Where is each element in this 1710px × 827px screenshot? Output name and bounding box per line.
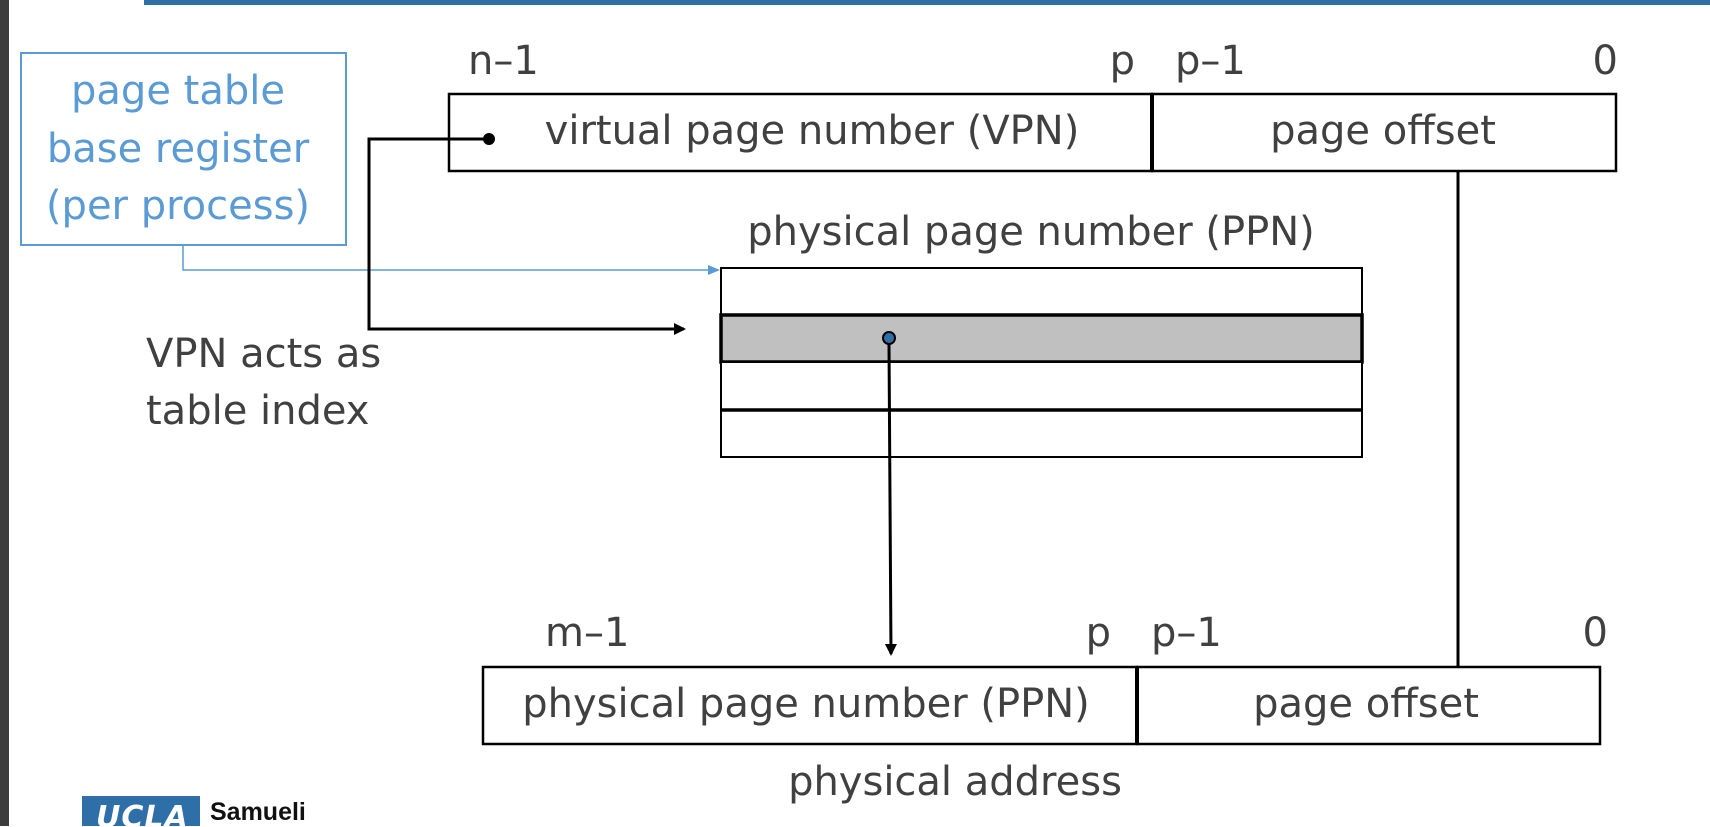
left-edge-bar [0,0,9,826]
ucla-logo: UCLA [82,796,200,826]
ppn-label: physical page number (PPN) [522,681,1090,727]
va-bit-zero: 0 [1593,38,1618,84]
ptbr-label-line3: (per process) [46,183,310,229]
vpn-label: virtual page number (VPN) [545,108,1080,154]
ucla-logo-text: UCLA [96,800,189,826]
pa-offset-label: page offset [1253,681,1479,727]
va-offset-box [1150,92,1618,173]
pa-offset-box [1135,665,1602,746]
ppn-entry-dot [882,331,896,345]
physical-address-caption: physical address [788,759,1122,805]
ppn-box [481,665,1139,746]
ptbr-label-line1: page table [71,68,285,114]
ptbr-to-table-arrow [182,245,720,275]
va-offset-label: page offset [1270,108,1496,154]
pa-bit-p-minus-1: p–1 [1151,610,1222,656]
page-table-row-4 [720,409,1363,458]
ptbr-label-line2: base register [47,126,310,172]
vpn-note-line2: table index [146,388,369,434]
vpn-to-table-arrow [367,137,686,335]
vpn-box [447,92,1154,173]
pa-bit-high: m–1 [545,610,629,656]
samueli-logo-text: Samueli [210,798,306,826]
va-bit-p: p [1110,38,1135,84]
title-underline-bar [144,0,1710,5]
pa-bit-p: p [1086,610,1111,656]
va-bit-high: n–1 [468,38,539,84]
va-bit-p-minus-1: p–1 [1175,38,1246,84]
ppn-to-physical-arrow [884,343,897,656]
vpn-note-line1: VPN acts as [146,331,381,377]
pa-bit-zero: 0 [1583,610,1608,656]
page-table-row-1 [720,267,1363,316]
page-table-header: physical page number (PPN) [747,209,1315,255]
page-table-row-2-selected [719,313,1364,364]
page-table-row-3 [720,361,1363,411]
